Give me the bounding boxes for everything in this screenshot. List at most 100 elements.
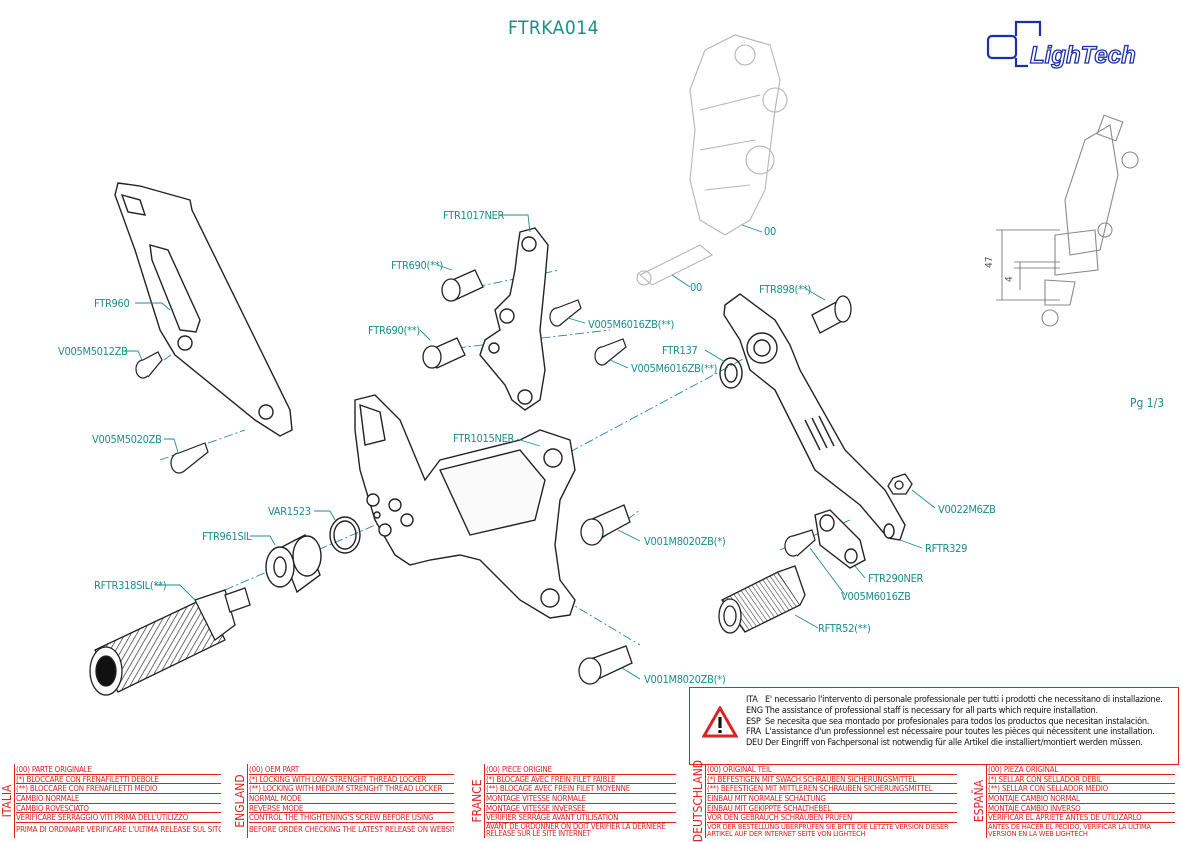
page-indicator: Pg 1/3 (1130, 396, 1165, 410)
legend-row: AVANT DE ORDONNER ON DOIT VÉRIFIER LA DE… (486, 823, 666, 837)
legend-table-england: ENGLAND (00) OEM PART (*) LOCKING WITH L… (233, 764, 458, 838)
label-ftr690-a: FTR690(**) (391, 259, 443, 272)
legend-row: (00) PARTE ORIGINALE (16, 765, 221, 775)
bracket-ftr1015ner (354, 394, 576, 619)
lightech-logo-text: LighTech (1030, 42, 1136, 69)
legend-row: (00) OEM PART (249, 765, 454, 775)
legend-row: (**) BLOCCARE CON FRENAFILETTI MEDIO (16, 784, 221, 795)
legend-row: (**) BEFESTIGEN MIT MITTLEREN SCHRAUBEN … (707, 784, 957, 795)
legend-row: VERIFIER SERRAGE AVANT UTILISATION (486, 813, 676, 824)
gear-peg-rftr52 (718, 565, 806, 634)
label-ftr690-b: FTR690(**) (368, 324, 420, 337)
bolts-ftr690 (422, 269, 484, 369)
legend-row: NORMAL MODE (249, 794, 454, 804)
label-ftr961sil: FTR961SIL (202, 530, 252, 543)
legend-row: (**) SELLAR CON SELLADOR MEDIO (988, 784, 1175, 795)
legend-row: REVERSE MODE (249, 804, 454, 814)
oem-cylinder-ghost (1041, 114, 1139, 327)
screws-v005m6016zb (549, 299, 816, 557)
legend-row: MONTAJE CAMBIO INVERSO (988, 804, 1175, 814)
legend-table-france: FRANCE (00) PIECE ORIGINE (*) BLOCAGE AV… (470, 764, 680, 838)
legend-language: DEUTSCHLAND (691, 759, 705, 842)
nut-v0022m6zb (887, 473, 913, 495)
drawing-title: FTRKA014 (508, 17, 599, 39)
label-oem-a: 00 (764, 225, 776, 238)
screw-v005m5012zb (135, 351, 163, 379)
legend-row: BEFORE ORDER CHECKING THE LATEST RELEASE… (249, 825, 454, 835)
legend-row: (**) LOCKING WITH MEDIUM STRENGHT THREAD… (249, 784, 454, 795)
legend-row: (00) PIEZA ORIGINAL (988, 765, 1175, 775)
label-v005m6016zb-c: V005M6016ZB (841, 590, 911, 603)
ring-var1523 (329, 516, 361, 554)
label-v005m5012zb: V005M5012ZB (58, 345, 128, 358)
washer-ftr137 (719, 357, 743, 389)
legend-row: (**) BLOCAGE AVEC FREIN FILET MOYENNE (486, 784, 676, 795)
legend-row: ANTES DE HACER EL PEDIDO, VERIFICAR LA U… (988, 823, 1151, 837)
label-v005m5020zb: V005M5020ZB (92, 433, 162, 446)
legend-row: MONTAJE CAMBIO NORMAL (988, 794, 1175, 804)
label-ftr898: FTR898(**) (759, 283, 811, 296)
legend-row: EINBAU MIT GEKIPPTE SCHALTHEBEL (707, 804, 957, 814)
legend-row: MONTAGE VITESSE INVERSEE (486, 804, 676, 814)
pin-ftr898 (811, 295, 852, 334)
label-ftr137: FTR137 (662, 344, 698, 357)
leader-lines (124, 214, 936, 680)
legend-language: ENGLAND (233, 774, 247, 828)
bolts-v001m8020zb (578, 504, 633, 685)
legend-row: PRIMA DI ORDINARE VERIFICARE L'ULTIMA RE… (16, 825, 221, 835)
dimension-lines (996, 229, 1060, 301)
label-v001m8020zb-a: V001M8020ZB(*) (644, 535, 726, 548)
label-v005m6016zb-a: V005M6016ZB(**) (588, 318, 675, 331)
legend-row: (*) BEFESTIGEN MIT SWACH SCHRAUBEN SICHE… (707, 775, 957, 785)
legend-row: CONTROL THE THIGHTENING'S SCREW BEFORE U… (249, 813, 454, 824)
legend-row: CAMBIO ROVESCIATO (16, 804, 221, 814)
lever-rftr329 (723, 293, 906, 541)
label-v0022m6zb: V0022M6ZB (938, 503, 996, 516)
legend-row: EINBAU MIT NORMALE SCHALTUNG (707, 794, 957, 804)
legend-row: (*) SELLAR CON SELLADOR DEBIL (988, 775, 1175, 785)
label-ftr1015ner: FTR1015NER (453, 432, 515, 445)
legend-row: (*) BLOCCARE CON FRENAFILETTI DEBOLE (16, 775, 221, 785)
label-rftr318sil: RFTR318SIL(**) (94, 579, 167, 592)
heel-guard-ftr960 (114, 182, 293, 437)
legend-row: (00) ORIGINAL TEIL (707, 765, 957, 775)
legend-language: FRANCE (470, 779, 484, 823)
warning-triangle-icon (702, 706, 738, 738)
label-rftr52: RFTR52(**) (818, 622, 871, 635)
label-ftr960: FTR960 (94, 297, 130, 310)
legend-language: ESPAÑA (972, 779, 986, 823)
label-v005m6016zb-b: V005M6016ZB(**) (631, 362, 718, 375)
dimension-outer: 47 (984, 257, 995, 268)
footpeg-rftr318sil (89, 587, 251, 696)
legend-row: CAMBIO NORMALE (16, 794, 221, 804)
legend-table-italia: ITALIA (00) PARTE ORIGINALE (*) BLOCCARE… (0, 764, 225, 838)
legend-row: VOR DEN GEBRAUCH SCHRAUBEN PRÜFEN (707, 813, 957, 824)
plate-ftr1017ner (479, 227, 549, 411)
oem-shifter-ghost (636, 34, 788, 286)
dimension-inner: 4 (1004, 276, 1015, 282)
label-var1523: VAR1523 (268, 505, 311, 518)
legend-row: VERIFICARE SERRAGGIO VITI PRIMA DELL'UTI… (16, 813, 221, 824)
legend-row: MONTAGE VITESSE NORMALE (486, 794, 676, 804)
label-v001m8020zb-b: V001M8020ZB(*) (644, 673, 726, 686)
legend-row: (00) PIECE ORIGINE (486, 765, 676, 775)
label-ftr1017ner: FTR1017NER (443, 209, 505, 222)
link-ftr290ner (814, 509, 866, 569)
label-oem-b: 00 (690, 281, 702, 294)
legend-row: (*) BLOCAGE AVEC FREIN FILET FAIBLE (486, 775, 676, 785)
legend-table-espana: ESPAÑA (00) PIEZA ORIGINAL (*) SELLAR CO… (972, 764, 1177, 838)
legend-row: VOR DER BESTELLUNG ÜBERPRÜFEN SIE BITTE … (707, 823, 949, 837)
legend-row: (*) LOCKING WITH LOW STRENGHT THREAD LOC… (249, 775, 454, 785)
screw-v005m5020zb (170, 442, 209, 474)
legend-row: VERIFICAR EL APRIETE ANTES DE UTILIZARLO (988, 813, 1175, 824)
bushing-ftr961sil (265, 534, 322, 594)
legend-language: ITALIA (0, 784, 14, 818)
legend-table-deutschland: DEUTSCHLAND (00) ORIGINAL TEIL (*) BEFES… (691, 760, 961, 842)
